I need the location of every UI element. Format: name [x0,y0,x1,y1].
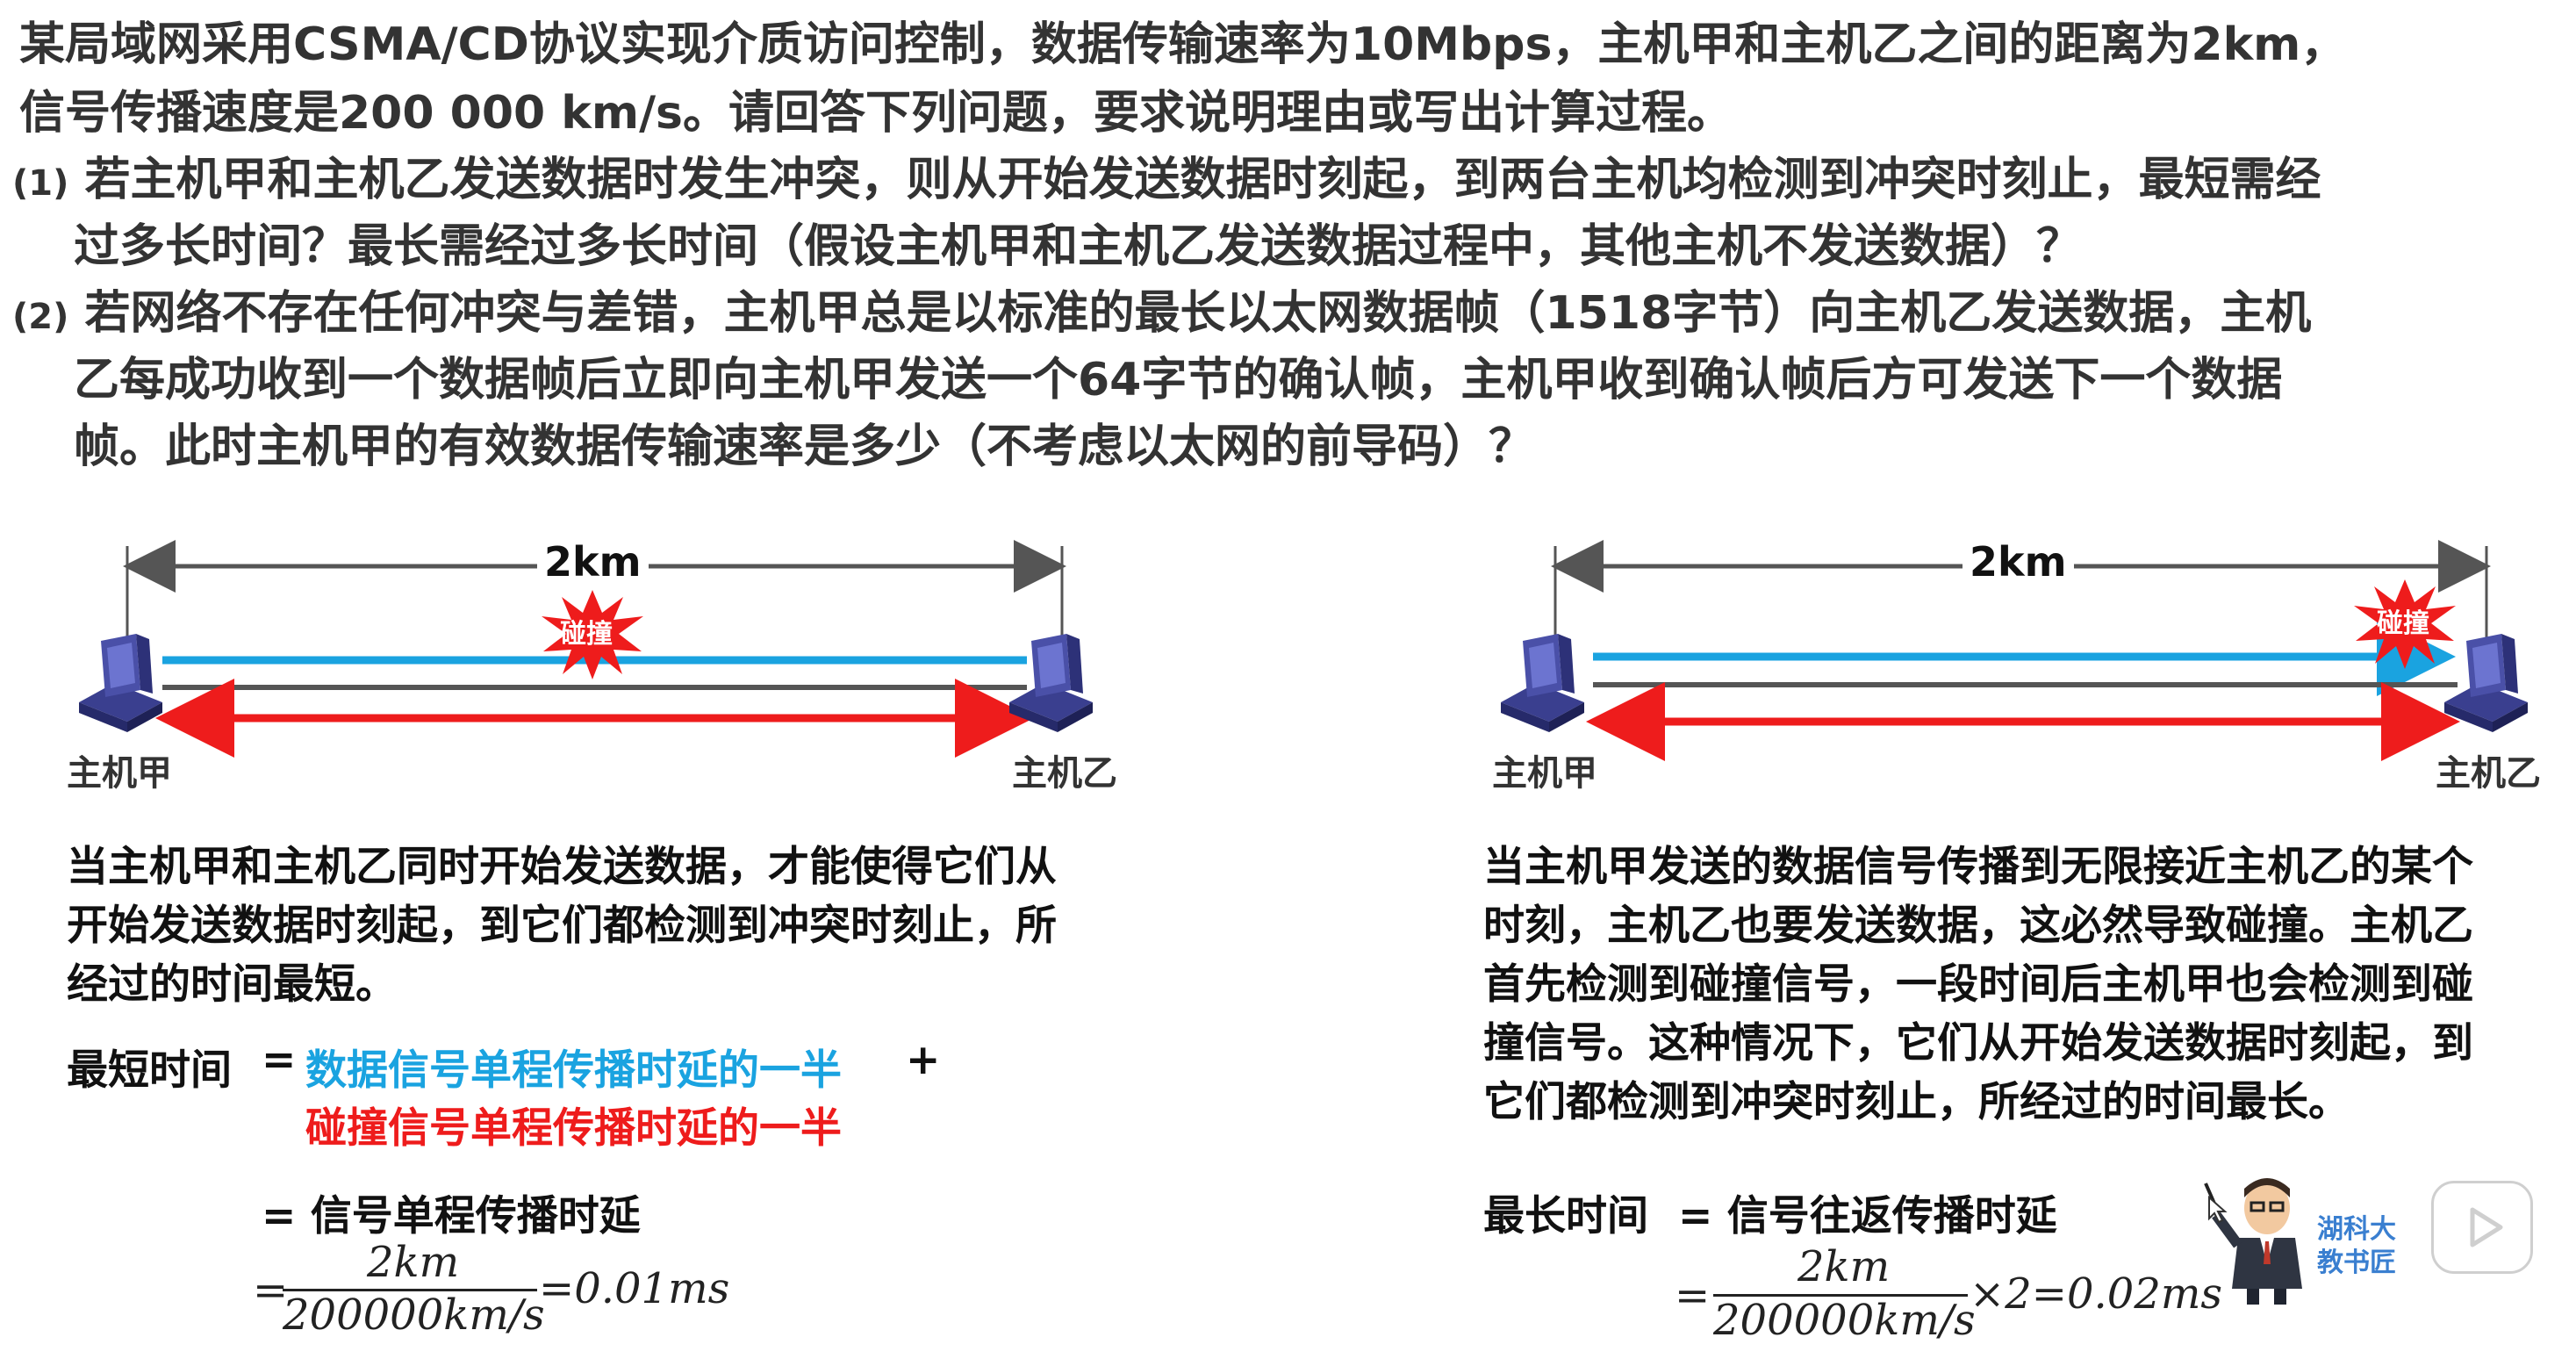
shortest-time-plus: + [906,1036,941,1084]
shortest-time-equals: = [262,1036,297,1084]
left-collision-label: 碰撞 [560,619,613,650]
left-host-a-label: 主机甲 [67,753,172,794]
longest-time-equals: = 信号往返传播时延 [1678,1192,2057,1240]
left-network-diagram [79,540,1093,758]
right-network-diagram [1501,540,2528,761]
right-host-a-computer-icon [1501,634,1584,732]
shortest-time-lead-equals: = [253,1266,289,1315]
brand-line-2: 教书匠 [2317,1247,2396,1278]
question-2: (2) 若网络不存在任何冲突与差错，主机甲总是以标准的最长以太网数据帧（1518… [12,276,2311,342]
longest-time-numerator: 2km [1797,1242,1891,1291]
right-explain-line-5: 它们都检测到冲突时刻止，所经过的时间最长。 [1483,1078,2350,1126]
left-distance-label: 2km [537,538,649,586]
right-collision-label: 碰撞 [2377,608,2429,639]
left-collision-burst [542,590,643,679]
left-explain-line-2: 开始发送数据时刻起，到它们都检测到冲突时刻止，所 [67,902,1057,950]
shortest-time-term-2: 碰撞信号单程传播时延的一半 [305,1104,842,1153]
question-2-line-3: 帧。此时主机甲的有效数据传输速率是多少（不考虑以太网的前导码）？ [74,421,1535,473]
mouse-cursor-icon [2208,1196,2228,1224]
shortest-time-fraction-bar [283,1289,537,1291]
play-icon [2470,1207,2503,1247]
brand-line-1: 湖科大 [2317,1214,2396,1245]
play-button[interactable] [2431,1181,2533,1274]
question-1-line-1: 若主机甲和主机乙发送数据时发生冲突，则从开始发送数据时刻起，到两台主机均检测到冲… [84,154,2321,206]
right-host-a-label: 主机甲 [1492,753,1597,794]
left-host-a-computer-icon [79,634,162,732]
shortest-time-label: 最短时间 [67,1046,232,1095]
question-2-line-1: 若网络不存在任何冲突与差错，主机甲总是以标准的最长以太网数据帧（1518字节）向… [84,287,2312,340]
longest-time-denominator: 200000km/s [1713,1296,1976,1345]
question-2-line-2: 乙每成功收到一个数据帧后立即向主机甲发送一个64字节的确认帧，主机甲收到确认帧后… [74,354,2283,406]
longest-time-fraction-bar [1713,1294,1968,1297]
left-host-b-computer-icon [1009,634,1093,732]
shortest-time-equals-2: = 信号单程传播时延 [262,1192,641,1240]
longest-time-label: 最长时间 [1483,1192,1648,1240]
right-collision-burst [2354,579,2456,669]
question-1-line-2: 过多长时间？最长需经过多长时间（假设主机甲和主机乙发送数据过程中，其他主机不发送… [74,220,2083,273]
question-1: (1) 若主机甲和主机乙发送数据时发生冲突，则从开始发送数据时刻起，到两台主机均… [12,142,2321,208]
question-2-number: (2) [12,297,69,337]
longest-time-result: ×2=0.02ms [1970,1269,2222,1319]
left-host-b-label: 主机乙 [1012,753,1117,794]
right-explain-line-3: 首先检测到碰撞信号，一段时间后主机甲也会检测到碰 [1483,960,2473,1009]
shortest-time-result: =0.01ms [539,1264,730,1313]
right-host-b-label: 主机乙 [2436,753,2541,794]
shortest-time-denominator: 200000km/s [283,1291,545,1340]
right-explain-line-2: 时刻，主机乙也要发送数据，这必然导致碰撞。主机乙 [1483,902,2473,950]
right-host-b-computer-icon [2444,634,2528,732]
question-line-1: 某局域网采用CSMA/CD协议实现介质访问控制，数据传输速率为10Mbps，主机… [19,18,2347,71]
right-explain-line-1: 当主机甲发送的数据信号传播到无限接近主机乙的某个 [1483,843,2473,891]
left-explain-line-1: 当主机甲和主机乙同时开始发送数据，才能使得它们从 [67,843,1057,891]
question-line-2: 信号传播速度是200 000 km/s。请回答下列问题，要求说明理由或写出计算过… [19,87,1733,140]
brand-logo: 湖科大 教书匠 [2317,1213,2396,1280]
left-explain-line-3: 经过的时间最短。 [67,960,397,1009]
shortest-time-term-1: 数据信号单程传播时延的一半 [305,1046,842,1095]
question-1-number: (1) [12,163,69,204]
longest-time-lead-equals: = [1675,1271,1711,1320]
right-distance-label: 2km [1962,538,2074,586]
shortest-time-numerator: 2km [367,1238,460,1287]
right-explain-line-4: 撞信号。这种情况下，它们从开始发送数据时刻起，到 [1483,1019,2473,1068]
